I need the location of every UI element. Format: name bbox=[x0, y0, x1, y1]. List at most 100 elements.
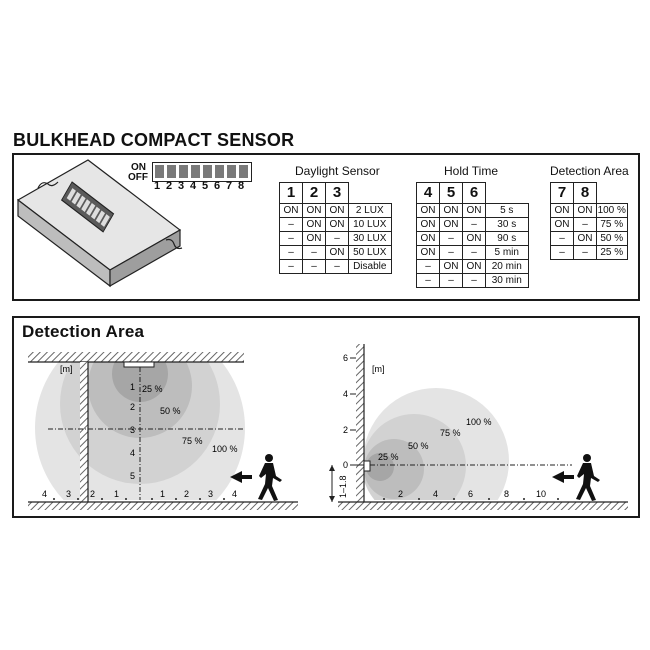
area-caption: Detection Area bbox=[550, 164, 629, 178]
table-cell: 2 LUX bbox=[348, 203, 392, 218]
h-tick: 3 bbox=[208, 489, 213, 499]
table-cell: 50 LUX bbox=[348, 245, 392, 260]
h-tick: 2 bbox=[398, 489, 403, 499]
dip-number: 6 bbox=[214, 180, 221, 192]
table-cell: – bbox=[462, 273, 486, 288]
h-tick: 4 bbox=[433, 489, 438, 499]
h-tick: 1 bbox=[114, 489, 119, 499]
table-cell: ON bbox=[439, 259, 463, 274]
table-cell: – bbox=[325, 231, 349, 246]
wall-hatch bbox=[80, 362, 88, 502]
table-header: 8 bbox=[573, 182, 597, 204]
table-row: ON – 75 % bbox=[550, 217, 628, 232]
page-title: BULKHEAD COMPACT SENSOR bbox=[13, 130, 295, 150]
dip-off-label: OFF bbox=[128, 172, 148, 183]
dip-switch-block bbox=[152, 162, 252, 182]
v-tick: 4 bbox=[343, 389, 348, 399]
table-cell: ON bbox=[416, 245, 440, 260]
table-cell: – bbox=[439, 245, 463, 260]
table-header: 3 bbox=[325, 182, 349, 204]
table-cell: – bbox=[439, 231, 463, 246]
zone-label: 50 % bbox=[408, 441, 429, 451]
zone-label: 25 % bbox=[378, 452, 399, 462]
h-tick: 2 bbox=[90, 489, 95, 499]
table-cell: ON bbox=[325, 217, 349, 232]
zone-label: 75 % bbox=[440, 428, 461, 438]
table-row: – – ON 50 LUX bbox=[279, 245, 392, 260]
hold-table: 4 5 6 ON ON ON 5 s ON ON – 30 s ON – ON … bbox=[416, 182, 529, 288]
table-row: – ON ON 10 LUX bbox=[279, 217, 392, 232]
detection-panel bbox=[12, 316, 640, 518]
right-zones bbox=[362, 388, 509, 500]
table-cell: – bbox=[416, 273, 440, 288]
table-cell: ON bbox=[573, 231, 597, 246]
table-cell: 5 min bbox=[485, 245, 529, 260]
dip-number: 7 bbox=[226, 180, 233, 192]
table-row: – ON ON 20 min bbox=[416, 259, 529, 274]
dip-number: 5 bbox=[202, 180, 209, 192]
floor-dots bbox=[383, 498, 559, 500]
table-header: 1 bbox=[279, 182, 303, 204]
table-header: 5 bbox=[439, 182, 463, 204]
dip-on-label: ON bbox=[131, 162, 146, 173]
table-cell: ON bbox=[439, 203, 463, 218]
table-cell: ON bbox=[550, 217, 574, 232]
h-tick: 6 bbox=[468, 489, 473, 499]
hold-caption: Hold Time bbox=[444, 164, 499, 178]
zone-label: 25 % bbox=[142, 384, 163, 394]
table-cell: ON bbox=[325, 203, 349, 218]
table-cell: 75 % bbox=[596, 217, 628, 232]
sensor-illustration bbox=[16, 159, 183, 288]
right-wall-hatch bbox=[356, 344, 364, 502]
right-floor-hatch bbox=[338, 502, 628, 510]
table-header: 2 bbox=[302, 182, 326, 204]
table-row: ON ON – 30 s bbox=[416, 217, 529, 232]
person-icon bbox=[258, 454, 282, 501]
h-tick: 3 bbox=[66, 489, 71, 499]
table-cell: 100 % bbox=[596, 203, 628, 218]
v-tick: 5 bbox=[130, 471, 135, 481]
zone-label: 75 % bbox=[182, 436, 203, 446]
table-row: – – – 30 min bbox=[416, 273, 529, 288]
table-cell: 30 s bbox=[485, 217, 529, 232]
table-header: 6 bbox=[462, 182, 486, 204]
table-cell: – bbox=[550, 231, 574, 246]
table-row: – – – Disable bbox=[279, 259, 392, 274]
table-row: – ON 50 % bbox=[550, 231, 628, 246]
h-tick: 2 bbox=[184, 489, 189, 499]
table-row: ON – ON 90 s bbox=[416, 231, 529, 246]
v-tick: 6 bbox=[343, 353, 348, 363]
table-cell: 5 s bbox=[485, 203, 529, 218]
table-cell: ON bbox=[302, 203, 326, 218]
v-tick: 3 bbox=[130, 425, 135, 435]
arrow-icon bbox=[552, 471, 574, 483]
zone-label: 100 % bbox=[466, 417, 492, 427]
right-sensor-symbol bbox=[363, 460, 371, 472]
table-row: – – 25 % bbox=[550, 245, 628, 260]
table-cell: 10 LUX bbox=[348, 217, 392, 232]
h-tick: 10 bbox=[536, 489, 546, 499]
table-cell: ON bbox=[439, 217, 463, 232]
area-table: 7 8 ON ON 100 % ON – 75 % – ON 50 % – – … bbox=[550, 182, 628, 260]
h-tick: 8 bbox=[504, 489, 509, 499]
table-cell: ON bbox=[302, 231, 326, 246]
table-header: 7 bbox=[550, 182, 574, 204]
table-cell: – bbox=[279, 231, 303, 246]
table-cell: ON bbox=[462, 231, 486, 246]
zone-label: 100 % bbox=[212, 444, 238, 454]
daylight-table: 1 2 3 ON ON ON 2 LUX – ON ON 10 LUX – ON… bbox=[279, 182, 392, 274]
dip-number: 4 bbox=[190, 180, 197, 192]
ceiling-hatch bbox=[28, 352, 244, 362]
table-cell: – bbox=[279, 245, 303, 260]
detection-diagram: 1 2 3 4 5 [m] 25 % 50 % 75 % 100 % 4 3 2… bbox=[28, 344, 628, 510]
h-tick: 1 bbox=[160, 489, 165, 499]
dip-number: 8 bbox=[238, 180, 245, 192]
table-cell: – bbox=[416, 259, 440, 274]
table-cell: 90 s bbox=[485, 231, 529, 246]
table-cell: – bbox=[279, 259, 303, 274]
dip-number: 2 bbox=[166, 180, 173, 192]
daylight-caption: Daylight Sensor bbox=[295, 164, 380, 178]
table-cell: – bbox=[325, 259, 349, 274]
table-cell: – bbox=[439, 273, 463, 288]
table-cell: – bbox=[279, 217, 303, 232]
